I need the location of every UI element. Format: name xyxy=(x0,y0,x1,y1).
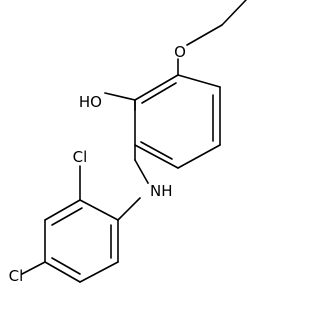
bond xyxy=(186,24,223,46)
bond xyxy=(134,74,179,101)
bond xyxy=(44,261,81,283)
bond xyxy=(117,197,141,221)
chloro-para-label: Cl xyxy=(9,267,24,285)
bond xyxy=(221,0,247,26)
ether-oxygen-label: O xyxy=(174,43,186,61)
phenol-ring xyxy=(134,74,221,169)
dichlorophenyl-ring xyxy=(44,182,149,283)
chloro-ortho-label: Cl xyxy=(73,148,88,166)
double-bond-inner xyxy=(51,207,83,226)
bond xyxy=(104,92,136,101)
bond xyxy=(134,144,179,169)
bond xyxy=(79,199,119,221)
double-bond-inner xyxy=(140,141,173,160)
bond xyxy=(177,144,221,169)
methylene-linker xyxy=(134,144,149,184)
amine-label: NH xyxy=(150,182,173,200)
chemical-structure-diagram: O HO NH Cl Cl xyxy=(9,0,247,285)
chloro-para-bond xyxy=(21,261,46,275)
bond xyxy=(44,199,81,221)
ethoxy-group xyxy=(177,0,247,76)
bond xyxy=(134,159,149,184)
bond xyxy=(79,261,119,283)
double-bond-inner xyxy=(141,82,177,104)
hydroxyl-label: HO xyxy=(79,93,102,111)
double-bond-inner xyxy=(51,257,81,275)
bond xyxy=(177,74,221,88)
